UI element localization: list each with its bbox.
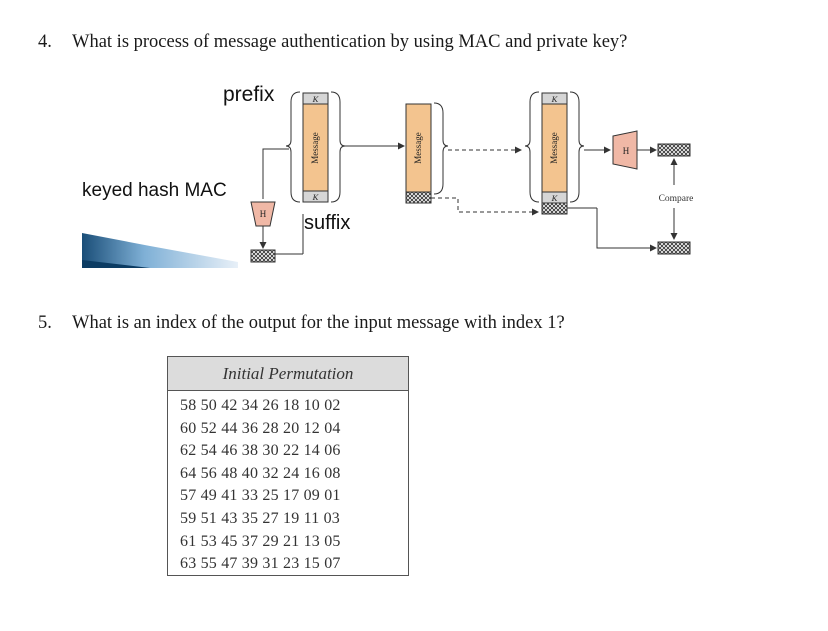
line-to-sender-hash	[262, 148, 289, 199]
key-label-1b: K	[312, 192, 320, 202]
mac-box-3	[541, 202, 568, 215]
message-box-1	[302, 103, 329, 192]
question-5-number: 5.	[38, 313, 52, 333]
table-row: 62 54 46 38 30 22 14 06	[180, 442, 341, 460]
decorative-swoosh	[82, 233, 238, 268]
message-label-3: Message	[549, 132, 559, 164]
right-brace-2	[433, 102, 449, 195]
dashed-mac-path	[431, 197, 539, 216]
question-4: 4. What is process of message authenticat…	[38, 32, 627, 53]
table-row: 57 49 41 33 25 17 09 01	[180, 487, 341, 505]
table-title: Initial Permutation	[168, 357, 408, 391]
message-box-3	[541, 103, 568, 193]
right-brace-3	[569, 91, 585, 203]
left-brace-3	[524, 91, 540, 203]
suffix-label: suffix	[304, 212, 350, 234]
left-brace-1	[285, 91, 301, 203]
message-label-1: Message	[310, 132, 320, 164]
sender-mac-box	[250, 249, 276, 263]
block-1: K Message K	[285, 91, 346, 203]
sender-hash-label: H	[260, 209, 267, 219]
table-row: 59 51 43 35 27 19 11 03	[180, 509, 341, 527]
key-label-3b: K	[551, 193, 559, 203]
mac-box-2	[405, 191, 432, 204]
question-4-text: What is process of message authenticatio…	[72, 32, 628, 52]
receiver-hash-box	[612, 130, 638, 170]
receiver-hash-label: H	[623, 146, 630, 156]
prefix-label: prefix	[223, 83, 275, 106]
table-row: 63 55 47 39 31 23 15 07	[180, 555, 341, 573]
block-2: Message	[405, 102, 449, 204]
message-label-2: Message	[413, 132, 423, 164]
mac-diagram: prefix keyed hash MAC suffix K Message K…	[82, 83, 694, 268]
right-brace-1	[330, 91, 346, 203]
block-3: K Message K	[524, 91, 585, 215]
computed-mac-box	[657, 143, 691, 157]
sender-hash: H	[250, 148, 304, 263]
table-body: 58 50 42 34 26 18 10 02 60 52 44 36 28 2…	[168, 391, 408, 576]
table-row: 58 50 42 34 26 18 10 02	[180, 397, 341, 414]
received-mac-box	[657, 241, 691, 255]
receiver-hash: H Compare	[567, 130, 694, 255]
question-5: 5. What is an index of the output for the…	[38, 313, 565, 334]
question-4-number: 4.	[38, 32, 52, 52]
key-label-1: K	[312, 94, 320, 104]
message-box-2	[405, 103, 432, 193]
sender-hash-box	[250, 201, 276, 227]
arrow-received-mac	[596, 214, 657, 252]
key-label-3: K	[551, 94, 559, 104]
keyed-hash-mac-label: keyed hash MAC	[82, 180, 227, 201]
table-row: 61 53 45 37 29 21 13 05	[180, 532, 341, 550]
table-row: 64 56 48 40 32 24 16 08	[180, 464, 341, 482]
question-5-text: What is an index of the output for the i…	[72, 313, 565, 333]
key-box-1b	[302, 190, 329, 203]
table-row: 60 52 44 36 28 20 12 04	[180, 419, 341, 437]
compare-label: Compare	[659, 194, 694, 204]
initial-permutation-table: Initial Permutation 58 50 42 34 26 18 10…	[167, 356, 409, 576]
